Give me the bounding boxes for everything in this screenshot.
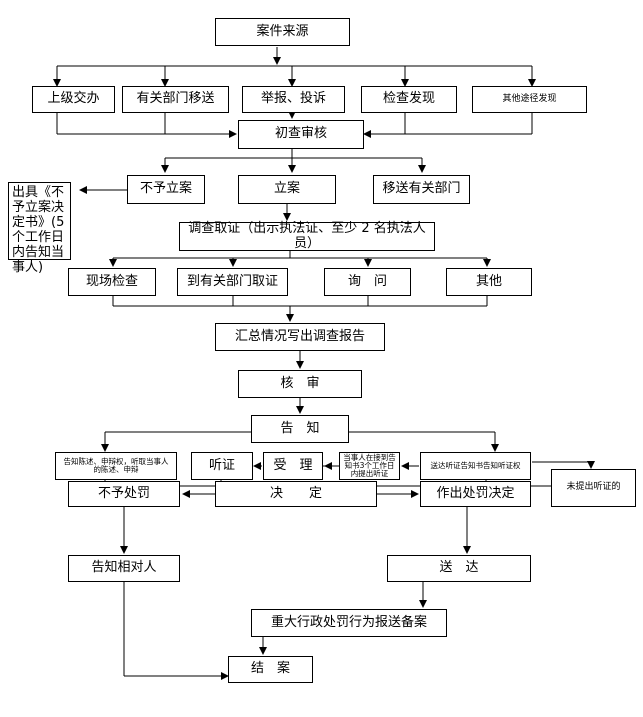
node-decision: 决 定: [215, 481, 377, 507]
node-hearing: 听证: [191, 452, 253, 480]
node-notify: 告 知: [251, 415, 349, 443]
node-site-inspection: 现场检查: [68, 268, 156, 296]
node-other-way-found: 其他途径发现: [472, 86, 587, 113]
node-investigation-report: 汇总情况写出调查报告: [215, 323, 385, 351]
node-hearing-right-notice: 送达听证告知书告知听证权: [420, 452, 531, 480]
node-close-case: 结 案: [228, 656, 313, 683]
node-preliminary-review: 初查审核: [238, 120, 364, 149]
node-review: 核 审: [238, 370, 362, 398]
node-dept-evidence: 到有关部门取证: [177, 268, 288, 296]
node-dept-transfer-in: 有关部门移送: [122, 86, 229, 113]
node-no-hearing-request: 未提出听证的: [551, 469, 636, 507]
node-accept: 受 理: [263, 452, 323, 480]
node-inspection-found: 检查发现: [361, 86, 457, 113]
node-not-file-notice: 出具《不予立案决定书》(5个工作日内告知当事人): [8, 182, 71, 275]
node-investigation: 调查取证（出示执法证、至少 2 名执法人员）: [179, 222, 435, 251]
node-report-complaint: 举报、投诉: [242, 86, 345, 113]
node-inform-rights: 告知陈述、申辩权，听取当事人的陈述、申辩: [55, 452, 177, 480]
node-transfer-to-dept: 移送有关部门: [373, 175, 470, 204]
node-superior-assigned: 上级交办: [32, 86, 115, 113]
node-other-evidence: 其他: [446, 268, 532, 296]
node-case-source: 案件来源: [215, 18, 350, 46]
node-no-penalty: 不予处罚: [68, 481, 180, 507]
node-file-case: 立案: [238, 175, 336, 204]
node-inform-party: 告知相对人: [68, 555, 180, 582]
node-deliver: 送 达: [387, 555, 531, 582]
node-party-hearing-request: 当事人在接到告知书3个工作日内提出听证: [339, 452, 400, 480]
node-penalty-decision: 作出处罚决定: [420, 481, 531, 507]
node-filing-record: 重大行政处罚行为报送备案: [251, 609, 447, 637]
node-inquiry: 询 问: [324, 268, 411, 296]
node-not-file-case: 不予立案: [127, 175, 205, 204]
